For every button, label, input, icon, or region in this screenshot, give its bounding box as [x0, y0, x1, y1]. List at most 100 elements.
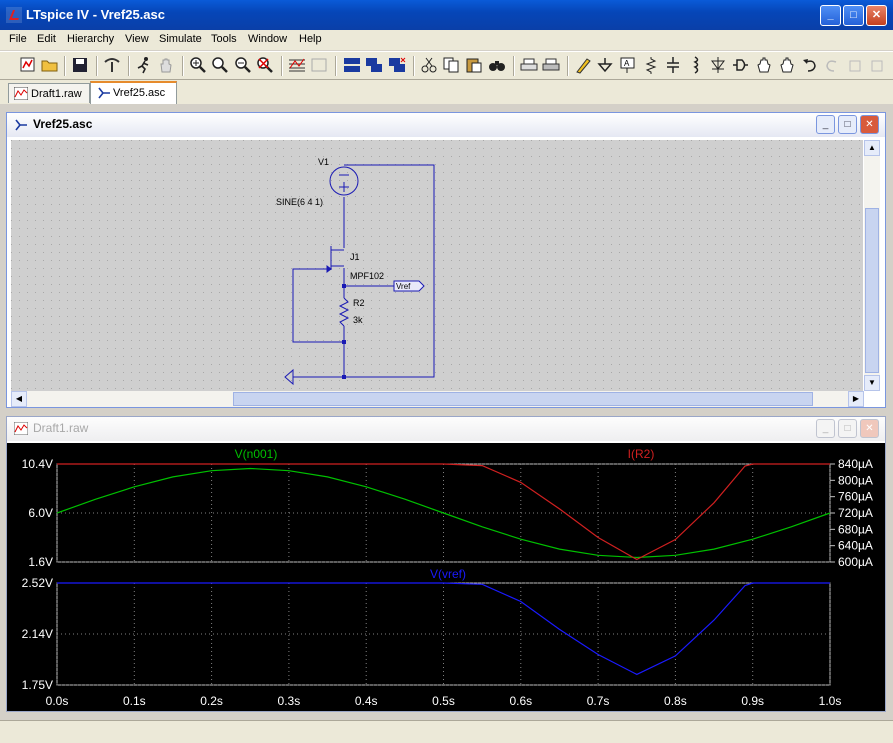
trace-label-v-n001[interactable]: V(n001) [235, 447, 278, 461]
minimize-button[interactable]: _ [820, 5, 841, 26]
r2-resistor-symbol[interactable] [338, 297, 350, 327]
print-setup-icon[interactable] [519, 56, 539, 74]
toolbar: A [0, 51, 893, 80]
paste-icon[interactable] [464, 56, 484, 74]
tile-horizontal-icon[interactable] [287, 56, 307, 74]
j1-name: J1 [350, 252, 360, 262]
new-schematic-icon[interactable] [18, 56, 38, 74]
close-button[interactable]: ✕ [866, 5, 887, 26]
menu-tools[interactable]: Tools [211, 33, 237, 45]
find-icon[interactable] [487, 56, 507, 74]
menu-edit[interactable]: Edit [37, 33, 56, 45]
diode-icon[interactable] [708, 56, 728, 74]
tile-vertical-icon[interactable] [309, 56, 329, 74]
x-tick-label: 0.2s [200, 694, 223, 708]
capacitor-icon[interactable] [663, 56, 683, 74]
schematic-vertical-scrollbar[interactable]: ▲ ▼ [864, 140, 880, 391]
toolbar-separator [513, 56, 515, 76]
zoom-fit-icon[interactable] [255, 56, 275, 74]
minimize-button[interactable]: _ [816, 419, 835, 438]
wire-gate-feedback[interactable] [292, 268, 344, 343]
zoom-in-icon[interactable] [188, 56, 208, 74]
right-tick-label: 640µA [838, 539, 873, 553]
mirror-icon[interactable] [868, 56, 888, 74]
schematic-icon [15, 119, 27, 131]
schematic-window-header: Vref25.asc _ □ ✕ [7, 113, 885, 137]
toolbar-separator [64, 56, 66, 76]
draw-wire-icon[interactable] [573, 56, 593, 74]
inductor-icon[interactable] [685, 56, 705, 74]
scroll-left-icon[interactable]: ◀ [11, 391, 27, 407]
menu-hierarchy[interactable]: Hierarchy [67, 33, 115, 45]
menu-window[interactable]: Window [248, 33, 288, 45]
component-icon[interactable] [730, 56, 750, 74]
control-panel-icon[interactable] [102, 56, 122, 74]
left-tick-label: 1.6V [28, 555, 53, 569]
schematic-canvas[interactable]: V1 SINE(6 4 1) J1 MPF102 R2 3k Vref [11, 140, 863, 391]
v1-name: V1 [318, 157, 329, 167]
resistor-icon[interactable] [641, 56, 661, 74]
toolbar-separator [413, 56, 415, 76]
ltspice-logo-icon [6, 7, 22, 23]
v1-source-symbol[interactable] [329, 166, 359, 196]
minimize-button[interactable]: _ [816, 115, 835, 134]
wire-return[interactable] [343, 164, 435, 378]
drag-hand-icon[interactable] [777, 56, 797, 74]
label-net-icon[interactable]: A [618, 56, 638, 74]
maximize-button[interactable]: □ [843, 5, 864, 26]
halt-hand-icon[interactable] [156, 56, 176, 74]
undo-icon[interactable] [800, 56, 820, 74]
cut-icon[interactable] [419, 56, 439, 74]
x-tick-label: 0.0s [46, 694, 69, 708]
toolbar-separator [128, 56, 130, 76]
horizontal-scroll-thumb[interactable] [233, 392, 813, 406]
scroll-right-icon[interactable]: ▶ [848, 391, 864, 407]
schematic-horizontal-scrollbar[interactable]: ◀ ▶ [11, 391, 864, 407]
trace-v-vref[interactable] [57, 582, 830, 676]
trace-i-r2[interactable] [57, 463, 830, 561]
schematic-window: Vref25.asc _ □ ✕ V1 SINE(6 4 1) [6, 112, 886, 408]
svg-text:A: A [624, 59, 630, 68]
open-icon[interactable] [40, 56, 60, 74]
vref-net-label-flag[interactable] [393, 280, 425, 292]
zoom-out-icon[interactable] [233, 56, 253, 74]
menu-view[interactable]: View [125, 33, 149, 45]
tile-windows-icon[interactable] [342, 56, 362, 74]
ground-icon[interactable] [595, 56, 615, 74]
cascade-windows-icon[interactable] [364, 56, 384, 74]
x-tick-label: 1.0s [819, 694, 842, 708]
close-button[interactable]: ✕ [860, 115, 879, 134]
restore-button[interactable]: □ [838, 115, 857, 134]
pan-icon[interactable] [210, 56, 230, 74]
right-tick-label: 720µA [838, 506, 873, 520]
tab-draft1-raw[interactable]: Draft1.raw [8, 83, 90, 103]
x-tick-label: 0.4s [355, 694, 378, 708]
junction-dot [342, 284, 346, 288]
trace-label-i-r2[interactable]: I(R2) [628, 447, 655, 461]
restore-button[interactable]: □ [838, 419, 857, 438]
menu-help[interactable]: Help [299, 33, 322, 45]
x-tick-label: 0.7s [587, 694, 610, 708]
trace-v-n001[interactable] [56, 467, 831, 559]
v1-value: SINE(6 4 1) [276, 197, 323, 207]
close-button[interactable]: ✕ [860, 419, 879, 438]
scroll-up-icon[interactable]: ▲ [864, 140, 880, 156]
redo-icon[interactable] [822, 56, 842, 74]
tab-vref25-asc[interactable]: Vref25.asc [90, 81, 177, 104]
print-icon[interactable] [541, 56, 561, 74]
ground-symbol-icon [284, 368, 294, 386]
vref-net-label: Vref [396, 282, 411, 291]
scroll-down-icon[interactable]: ▼ [864, 375, 880, 391]
menu-file[interactable]: File [9, 33, 27, 45]
menu-simulate[interactable]: Simulate [159, 33, 202, 45]
run-icon[interactable] [134, 56, 154, 74]
save-icon[interactable] [70, 56, 90, 74]
close-windows-icon[interactable] [387, 56, 407, 74]
copy-icon[interactable] [441, 56, 461, 74]
trace-label-v-vref[interactable]: V(vref) [430, 567, 466, 581]
move-hand-icon[interactable] [754, 56, 774, 74]
vertical-scroll-thumb[interactable] [865, 208, 879, 373]
j1-jfet-symbol[interactable] [325, 246, 344, 273]
rotate-icon[interactable] [846, 56, 866, 74]
